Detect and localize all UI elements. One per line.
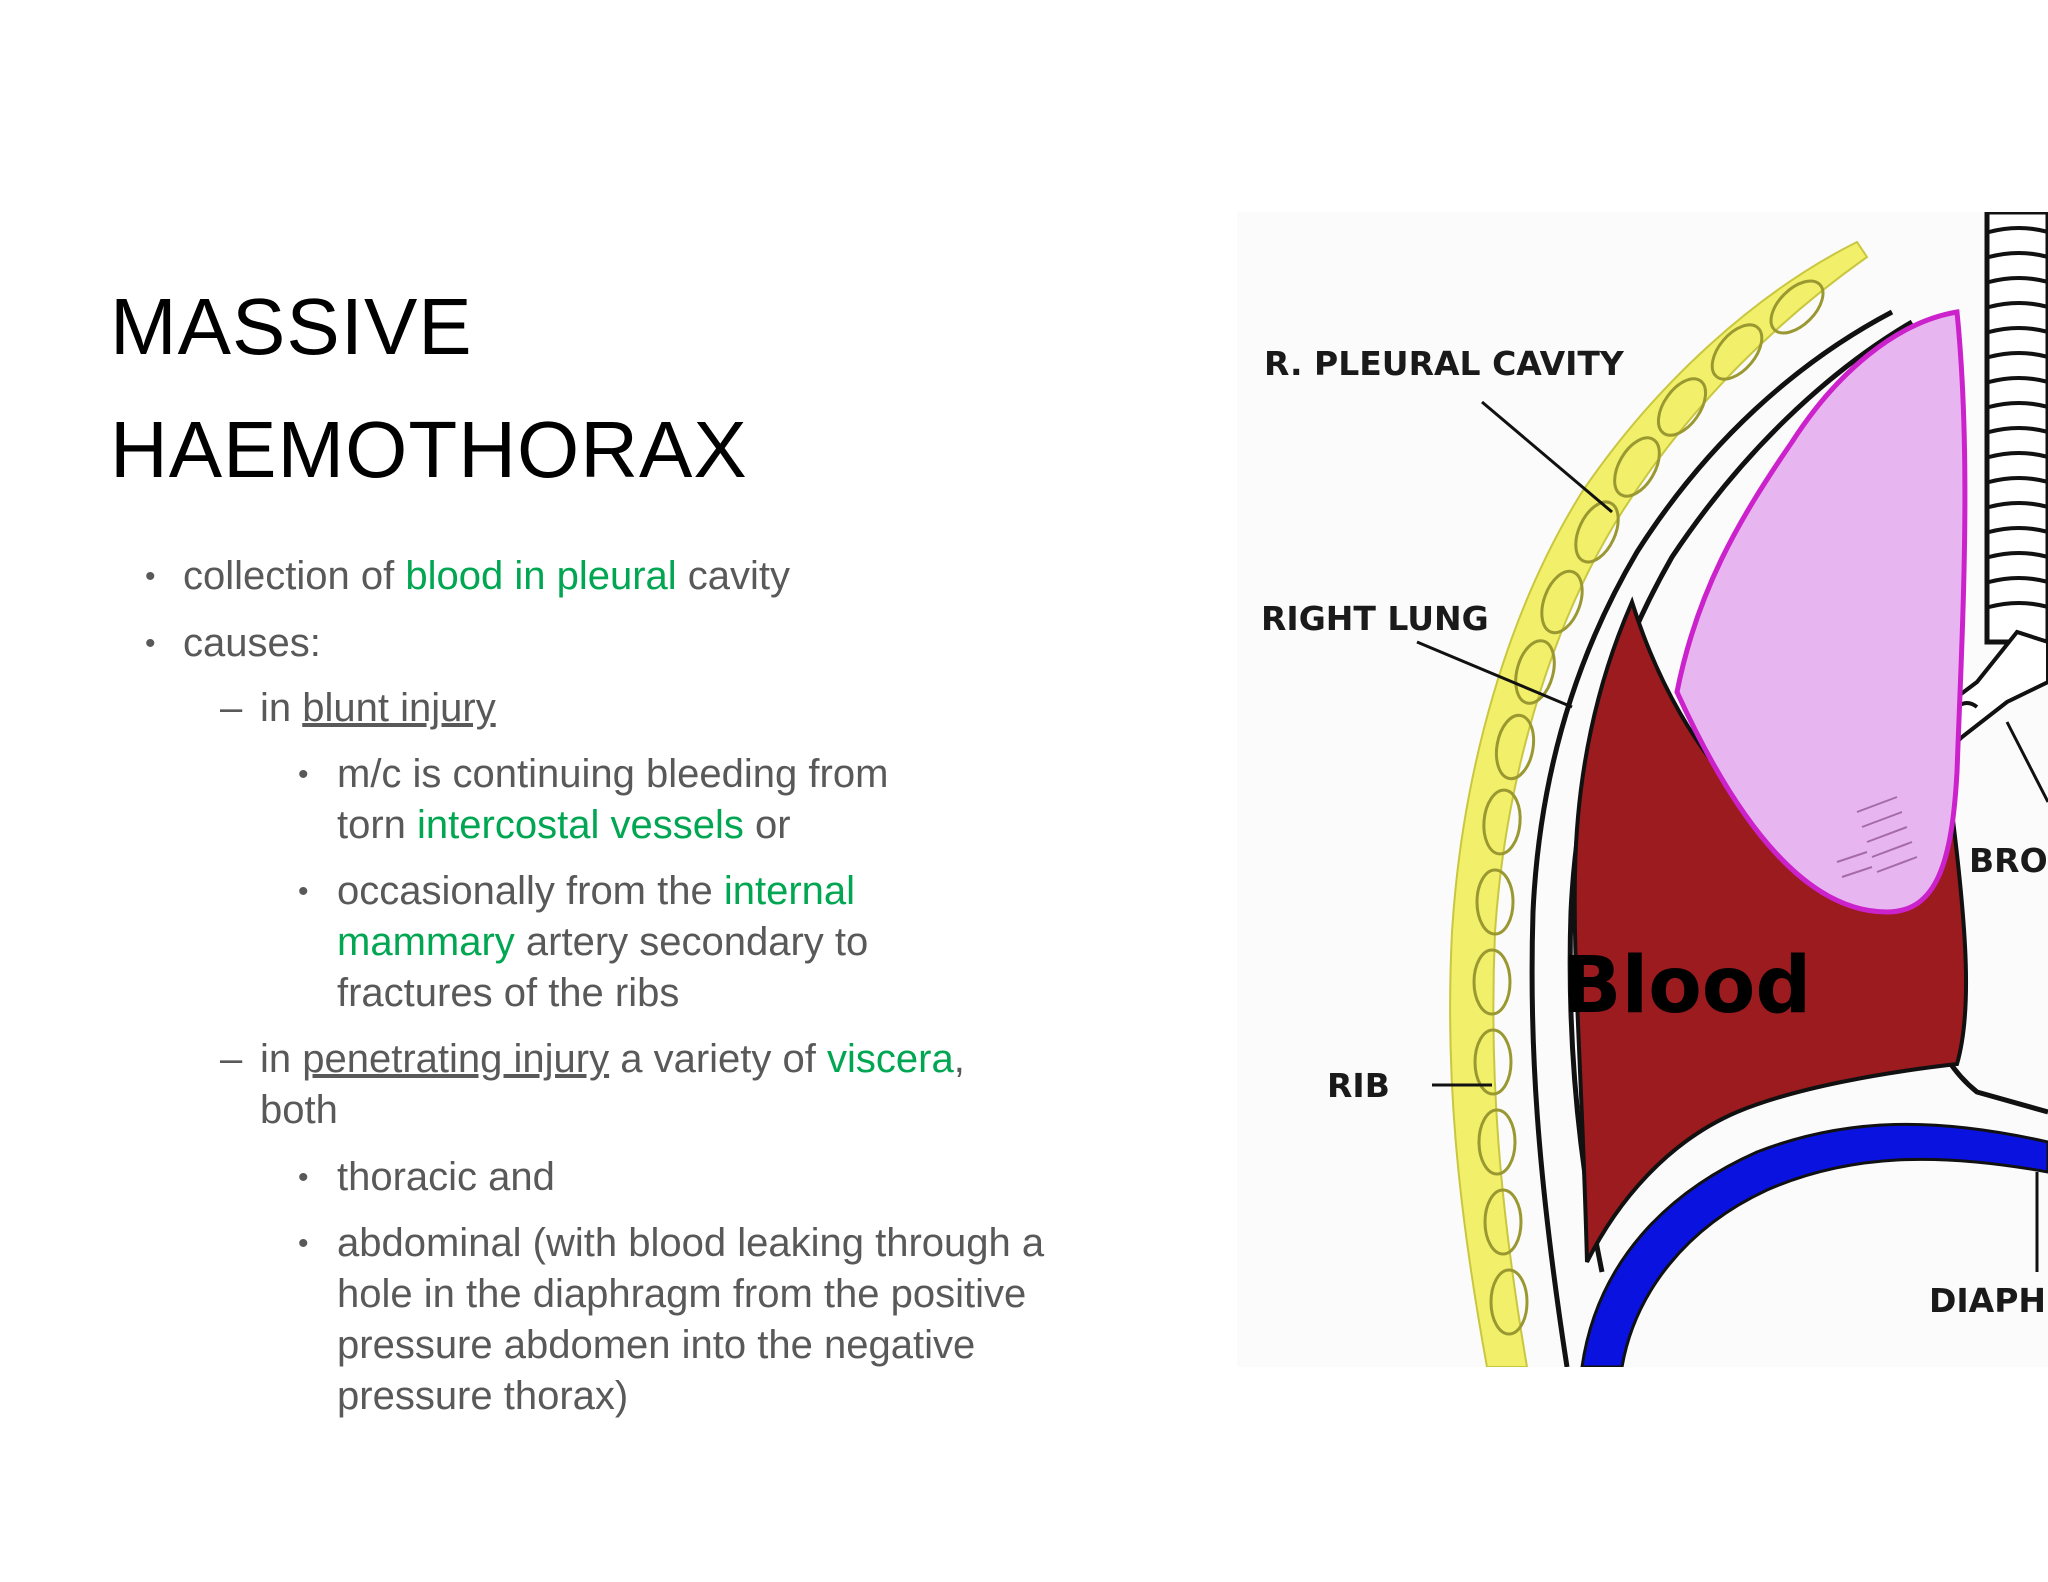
bullet-text: thoracic and bbox=[337, 1155, 555, 1199]
label-bronchus-partial: BRO bbox=[1969, 841, 2048, 880]
leader-lines bbox=[1416, 400, 2048, 1272]
blunt-detail-2-line-3: fractures of the ribs bbox=[337, 968, 679, 1019]
highlight-text: intercostal vessels bbox=[417, 803, 744, 847]
highlight-text: viscera bbox=[826, 1037, 954, 1081]
bullet-text: in bbox=[260, 686, 303, 730]
sub-blunt-injury: in blunt injury bbox=[260, 683, 496, 734]
penetrating-detail-2-line-2: hole in the diaphragm from the positive bbox=[337, 1269, 1026, 1320]
bullet-text: hole in the diaphragm from the positive bbox=[337, 1272, 1027, 1316]
bullet-text: m/c is continuing bleeding from bbox=[337, 752, 889, 796]
bullet-dot: • bbox=[145, 560, 156, 593]
label-right-lung: RIGHT LUNG bbox=[1261, 599, 1489, 638]
penetrating-detail-2-line-1: abdominal (with blood leaking through a bbox=[337, 1218, 1044, 1269]
bullet-text: pressure abdomen into the negative bbox=[337, 1323, 976, 1367]
sub-penetrating-injury-line-2: both bbox=[260, 1085, 338, 1136]
bullet-text: artery secondary to bbox=[514, 920, 869, 964]
bullet-collection: collection of blood in pleural cavity bbox=[183, 551, 790, 602]
slide-title: MASSIVE HAEMOTHORAX bbox=[110, 265, 748, 511]
bullet-dot: • bbox=[145, 627, 156, 660]
bullet-text: abdominal (with blood leaking through a bbox=[337, 1221, 1045, 1265]
bullet-dot: • bbox=[298, 875, 309, 908]
blunt-detail-2-line-2: mammary artery secondary to bbox=[337, 917, 868, 968]
right-lung bbox=[1674, 309, 1968, 915]
label-pleural-cavity: R. PLEURAL CAVITY bbox=[1264, 344, 1625, 383]
bullet-text: torn bbox=[337, 803, 418, 847]
bullet-text: or bbox=[743, 803, 791, 847]
chest-wall bbox=[1449, 240, 1869, 1367]
bullet-text: , bbox=[953, 1037, 965, 1081]
diagram-svg: R. PLEURAL CAVITY RIGHT LUNG RIB BRO DIA… bbox=[1237, 212, 2048, 1367]
bullet-text: a variety of bbox=[609, 1037, 827, 1081]
underlined-term: blunt injury bbox=[302, 686, 496, 730]
bullet-text: in bbox=[260, 1037, 303, 1081]
bullet-text: collection of bbox=[183, 554, 406, 598]
underlined-term: penetrating injury bbox=[302, 1037, 610, 1081]
label-blood: Blood bbox=[1562, 941, 1811, 1031]
bullet-causes: causes: bbox=[183, 618, 321, 669]
haemothorax-diagram: R. PLEURAL CAVITY RIGHT LUNG RIB BRO DIA… bbox=[1237, 212, 2048, 1367]
trachea-icon bbox=[1984, 212, 2048, 645]
penetrating-detail-2-line-4: pressure thorax) bbox=[337, 1371, 628, 1422]
penetrating-detail-1: thoracic and bbox=[337, 1152, 555, 1203]
bullet-dot: • bbox=[298, 758, 309, 791]
bullet-dot: • bbox=[298, 1161, 309, 1194]
label-rib: RIB bbox=[1327, 1066, 1390, 1105]
bullet-text: occasionally from the bbox=[337, 869, 724, 913]
label-diaphragm-partial: DIAPH bbox=[1929, 1281, 2046, 1320]
highlight-text: blood in pleural bbox=[405, 554, 677, 598]
dash-marker: – bbox=[220, 686, 243, 730]
bullet-text: pressure thorax) bbox=[337, 1374, 629, 1418]
penetrating-detail-2-line-3: pressure abdomen into the negative bbox=[337, 1320, 975, 1371]
blunt-detail-1-line-2: torn intercostal vessels or bbox=[337, 800, 791, 851]
highlight-text: internal bbox=[723, 869, 856, 913]
title-line-2: HAEMOTHORAX bbox=[110, 405, 748, 494]
bullet-list: • collection of blood in pleural cavity … bbox=[145, 551, 1044, 1422]
diaphragm bbox=[1580, 1122, 2048, 1367]
bullet-text: cavity bbox=[676, 554, 791, 598]
bullet-text: fractures of the ribs bbox=[337, 971, 680, 1015]
sub-penetrating-injury-line-1: in penetrating injury a variety of visce… bbox=[260, 1034, 965, 1085]
blunt-detail-2-line-1: occasionally from the internal bbox=[337, 866, 855, 917]
bullet-dot: • bbox=[298, 1227, 309, 1260]
highlight-text: mammary bbox=[337, 920, 515, 964]
bullet-text: both bbox=[260, 1088, 338, 1132]
bullet-text: causes: bbox=[183, 621, 321, 665]
title-line-1: MASSIVE bbox=[110, 282, 473, 371]
dash-marker: – bbox=[220, 1037, 243, 1081]
blunt-detail-1-line-1: m/c is continuing bleeding from bbox=[337, 749, 888, 800]
